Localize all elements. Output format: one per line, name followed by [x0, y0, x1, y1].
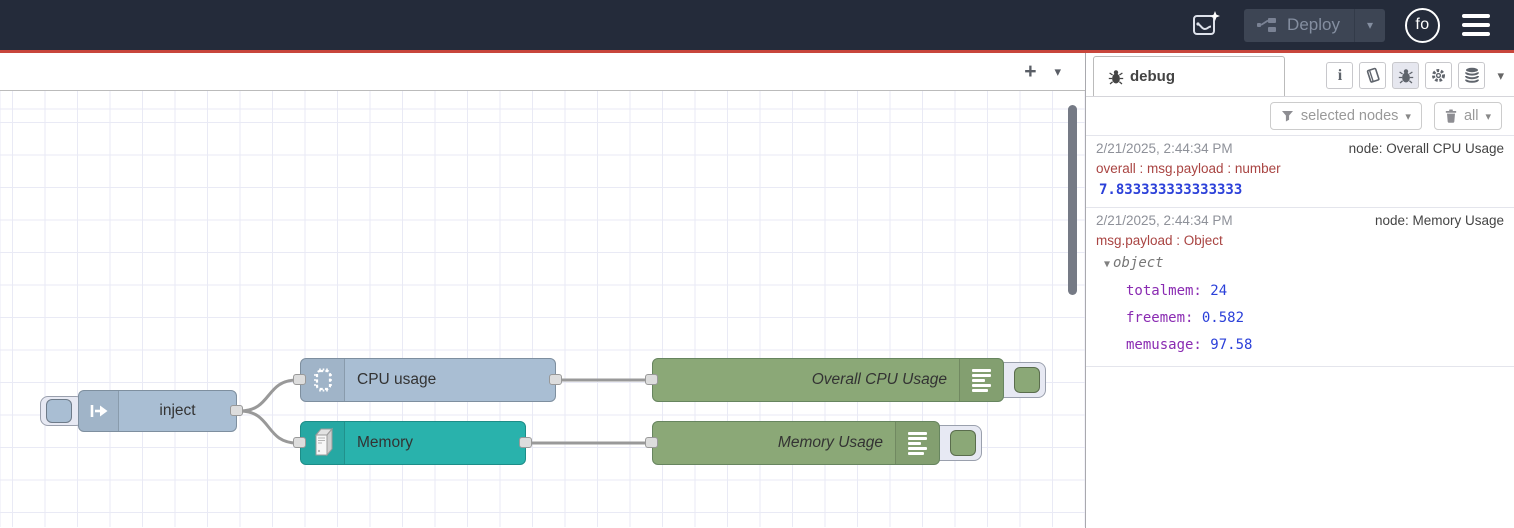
deploy-button[interactable]: Deploy ▾	[1244, 8, 1385, 42]
debug-enable-toggle[interactable]	[950, 430, 976, 456]
filter-funnel-icon	[1281, 110, 1294, 122]
object-expander[interactable]: ▼object	[1096, 250, 1504, 278]
trash-icon	[1445, 109, 1457, 123]
inject-button-plate	[40, 396, 84, 426]
message-source-node[interactable]: node: Overall CPU Usage	[1348, 141, 1504, 156]
context-tab-button[interactable]	[1458, 62, 1486, 89]
bug-icon	[1108, 68, 1124, 85]
app-header: Deploy ▾ fo	[0, 0, 1514, 50]
debug-tab-button[interactable]	[1392, 62, 1420, 89]
debug-message-list: 2/21/2025, 2:44:34 PM node: Overall CPU …	[1086, 135, 1514, 367]
node-inject[interactable]: inject	[78, 390, 237, 432]
deploy-options-caret[interactable]: ▾	[1353, 8, 1385, 42]
node-memory[interactable]: Memory	[300, 421, 526, 465]
user-avatar[interactable]: fo	[1405, 7, 1440, 43]
field-key: freemem:	[1126, 310, 1194, 326]
flow-list-caret[interactable]: ▾	[1054, 63, 1061, 79]
gear-icon	[1430, 67, 1447, 84]
memory-input-port[interactable]	[293, 437, 306, 448]
info-tab-button[interactable]: i	[1326, 62, 1354, 89]
flow-tab-bar: + ▾	[0, 53, 1085, 91]
inject-trigger-button[interactable]	[46, 399, 72, 423]
debug-list-icon	[895, 422, 939, 464]
node-overall-cpu-usage[interactable]: Overall CPU Usage	[652, 358, 1004, 402]
node-label: inject	[159, 402, 196, 419]
help-tab-button[interactable]	[1359, 62, 1387, 89]
message-property: msg.payload : Object	[1096, 233, 1223, 248]
tab-debug-label: debug	[1130, 68, 1175, 85]
computer-tower-icon	[301, 422, 345, 464]
field-value: 97.58	[1210, 337, 1253, 353]
node-cpu-usage[interactable]: CPU usage	[300, 358, 556, 402]
wire-inject-to-cpu[interactable]	[238, 378, 299, 413]
inject-output-port[interactable]	[230, 405, 243, 416]
message-timestamp: 2/21/2025, 2:44:34 PM	[1096, 213, 1233, 228]
chevron-down-icon: ▾	[1366, 18, 1373, 32]
debug-message[interactable]: 2/21/2025, 2:44:34 PM node: Overall CPU …	[1086, 136, 1514, 208]
config-tab-button[interactable]	[1425, 62, 1453, 89]
wire-layer	[238, 378, 650, 445]
hamburger-icon	[1462, 14, 1490, 18]
message-value[interactable]: 7.833333333333333	[1099, 182, 1243, 198]
bug-icon	[1398, 67, 1414, 84]
message-source-node[interactable]: node: Memory Usage	[1374, 213, 1504, 228]
workspace-canvas[interactable]: inject CPU usage	[0, 91, 1085, 527]
debug-list-icon	[959, 359, 1003, 401]
flow-editor: + ▾	[0, 53, 1085, 528]
cpu-input-port[interactable]	[293, 374, 306, 385]
clear-messages-button[interactable]: all ▾	[1433, 102, 1502, 130]
object-field[interactable]: totalmem: 24	[1096, 278, 1504, 305]
tab-debug[interactable]: debug	[1093, 56, 1285, 96]
cpu-chip-icon	[301, 359, 345, 401]
clear-label: all	[1463, 108, 1479, 124]
wire-inject-to-memory[interactable]	[238, 409, 299, 445]
node-label: Overall CPU Usage	[811, 371, 947, 388]
debug-toggle-plate	[932, 425, 982, 461]
filter-label: selected nodes	[1300, 108, 1399, 124]
node-label: Memory	[357, 434, 413, 451]
debug-sidebar: debug i	[1085, 53, 1514, 528]
main-menu-button[interactable]	[1460, 10, 1492, 40]
field-value: 0.582	[1201, 310, 1245, 326]
canvas-vertical-scrollbar[interactable]	[1068, 105, 1077, 295]
node-label: CPU usage	[357, 371, 437, 388]
flow-assistant-button[interactable]	[1188, 7, 1224, 43]
object-field[interactable]: memusage: 97.58	[1096, 332, 1504, 359]
node-memory-usage[interactable]: Memory Usage	[652, 421, 940, 465]
debug-message[interactable]: 2/21/2025, 2:44:34 PM node: Memory Usage…	[1086, 208, 1514, 367]
deploy-nodes-icon	[1256, 16, 1277, 34]
field-key: totalmem:	[1126, 283, 1202, 299]
debug-enable-toggle[interactable]	[1014, 367, 1040, 393]
chevron-down-icon: ▾	[1405, 110, 1411, 123]
chevron-down-icon: ▾	[1485, 110, 1491, 123]
flow-sparkle-icon	[1190, 10, 1222, 40]
book-icon	[1364, 67, 1381, 84]
message-property: overall : msg.payload : number	[1096, 161, 1281, 176]
memory-output-port[interactable]	[519, 437, 532, 448]
debug-toggle-plate	[996, 362, 1046, 398]
database-icon	[1464, 67, 1480, 84]
object-field[interactable]: freemem: 0.582	[1096, 305, 1504, 332]
cpu-output-port[interactable]	[549, 374, 562, 385]
info-icon: i	[1337, 66, 1343, 84]
add-flow-button[interactable]: +	[1024, 60, 1037, 83]
field-key: memusage:	[1126, 337, 1202, 353]
field-value: 24	[1210, 283, 1228, 299]
header-accent-line	[0, 50, 1514, 53]
sidebar-tab-bar: debug i	[1086, 53, 1514, 97]
debug-toolbar: selected nodes ▾ all ▾	[1086, 97, 1514, 135]
sidebar-options-caret[interactable]: ▾	[1497, 67, 1504, 83]
filter-nodes-button[interactable]: selected nodes ▾	[1269, 102, 1422, 130]
avatar-initials: fo	[1415, 16, 1430, 33]
debug-input-port[interactable]	[645, 437, 658, 448]
message-timestamp: 2/21/2025, 2:44:34 PM	[1096, 141, 1233, 156]
node-label: Memory Usage	[777, 434, 883, 451]
object-label: object	[1113, 255, 1164, 271]
triangle-down-icon: ▼	[1104, 259, 1111, 270]
debug-input-port[interactable]	[645, 374, 658, 385]
inject-arrow-icon	[79, 391, 119, 431]
deploy-label: Deploy	[1287, 15, 1340, 34]
